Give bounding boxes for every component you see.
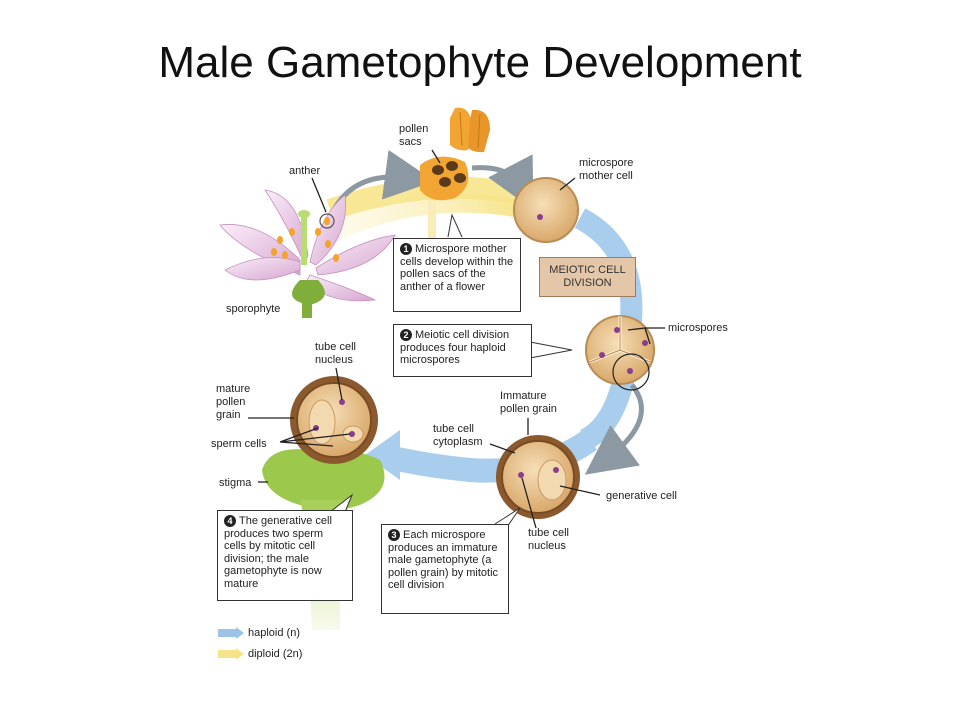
haploid-legend-arrow-icon <box>218 627 244 639</box>
label-tube-cell-nucleus-top: tube cell nucleus <box>315 341 356 366</box>
step-1-text: Microspore mother cells develop within t… <box>400 243 514 293</box>
step-4-text: The generative cell produces two sperm c… <box>224 515 332 590</box>
label-pollen-sacs: pollen sacs <box>399 123 429 148</box>
page-title: Male Gametophyte Development <box>158 38 802 87</box>
meiotic-cell-division-box: MEIOTIC CELL DIVISION <box>539 257 636 297</box>
label-sporophyte: sporophyte <box>226 303 281 315</box>
leader-lines <box>248 149 665 529</box>
label-tube-cell-cytoplasm: tube cell cytoplasm <box>433 423 483 448</box>
step-4-number: 4 <box>224 515 236 527</box>
microspore-mother-cell-icon <box>513 177 579 243</box>
stigma-icon <box>262 448 385 510</box>
callout-pointer-1 <box>447 213 463 238</box>
step-1-number: 1 <box>400 243 412 255</box>
label-stigma: stigma <box>219 477 252 489</box>
gray-arrow-pollensacs <box>471 154 534 211</box>
label-mature-pollen-grain: mature pollen grain <box>216 383 251 421</box>
flower-icon <box>219 189 396 318</box>
legend-diploid: diploid (2n) <box>248 648 303 660</box>
mature-pollen-grain-icon <box>290 376 378 464</box>
microspores-tetrad-icon <box>585 315 655 391</box>
label-sperm-cells: sperm cells <box>211 438 267 450</box>
step-2-text: Meiotic cell division produces four hapl… <box>400 329 510 366</box>
legend-haploid: haploid (n) <box>248 627 300 639</box>
label-microspores: microspores <box>668 322 728 334</box>
label-generative-cell: generative cell <box>606 490 677 502</box>
immature-pollen-grain-icon <box>496 435 580 519</box>
haploid-arrowhead <box>365 430 400 480</box>
anther-icon <box>420 107 490 242</box>
step-2-number: 2 <box>400 329 412 341</box>
step-3-text: Each microspore produces an immature mal… <box>388 529 499 591</box>
label-immature-pollen-grain: Immature pollen grain <box>500 390 557 415</box>
label-microspore-mother-cell: microspore mother cell <box>579 157 634 182</box>
label-anther: anther <box>289 165 321 177</box>
step-3-number: 3 <box>388 529 400 541</box>
callout-pointer-4 <box>329 493 354 513</box>
label-tube-cell-nucleus-bottom: tube cell nucleus <box>528 527 569 552</box>
gray-arrow-microspores <box>584 383 644 475</box>
callout-pointer-2 <box>529 341 573 359</box>
diploid-legend-arrow-icon <box>218 648 244 660</box>
